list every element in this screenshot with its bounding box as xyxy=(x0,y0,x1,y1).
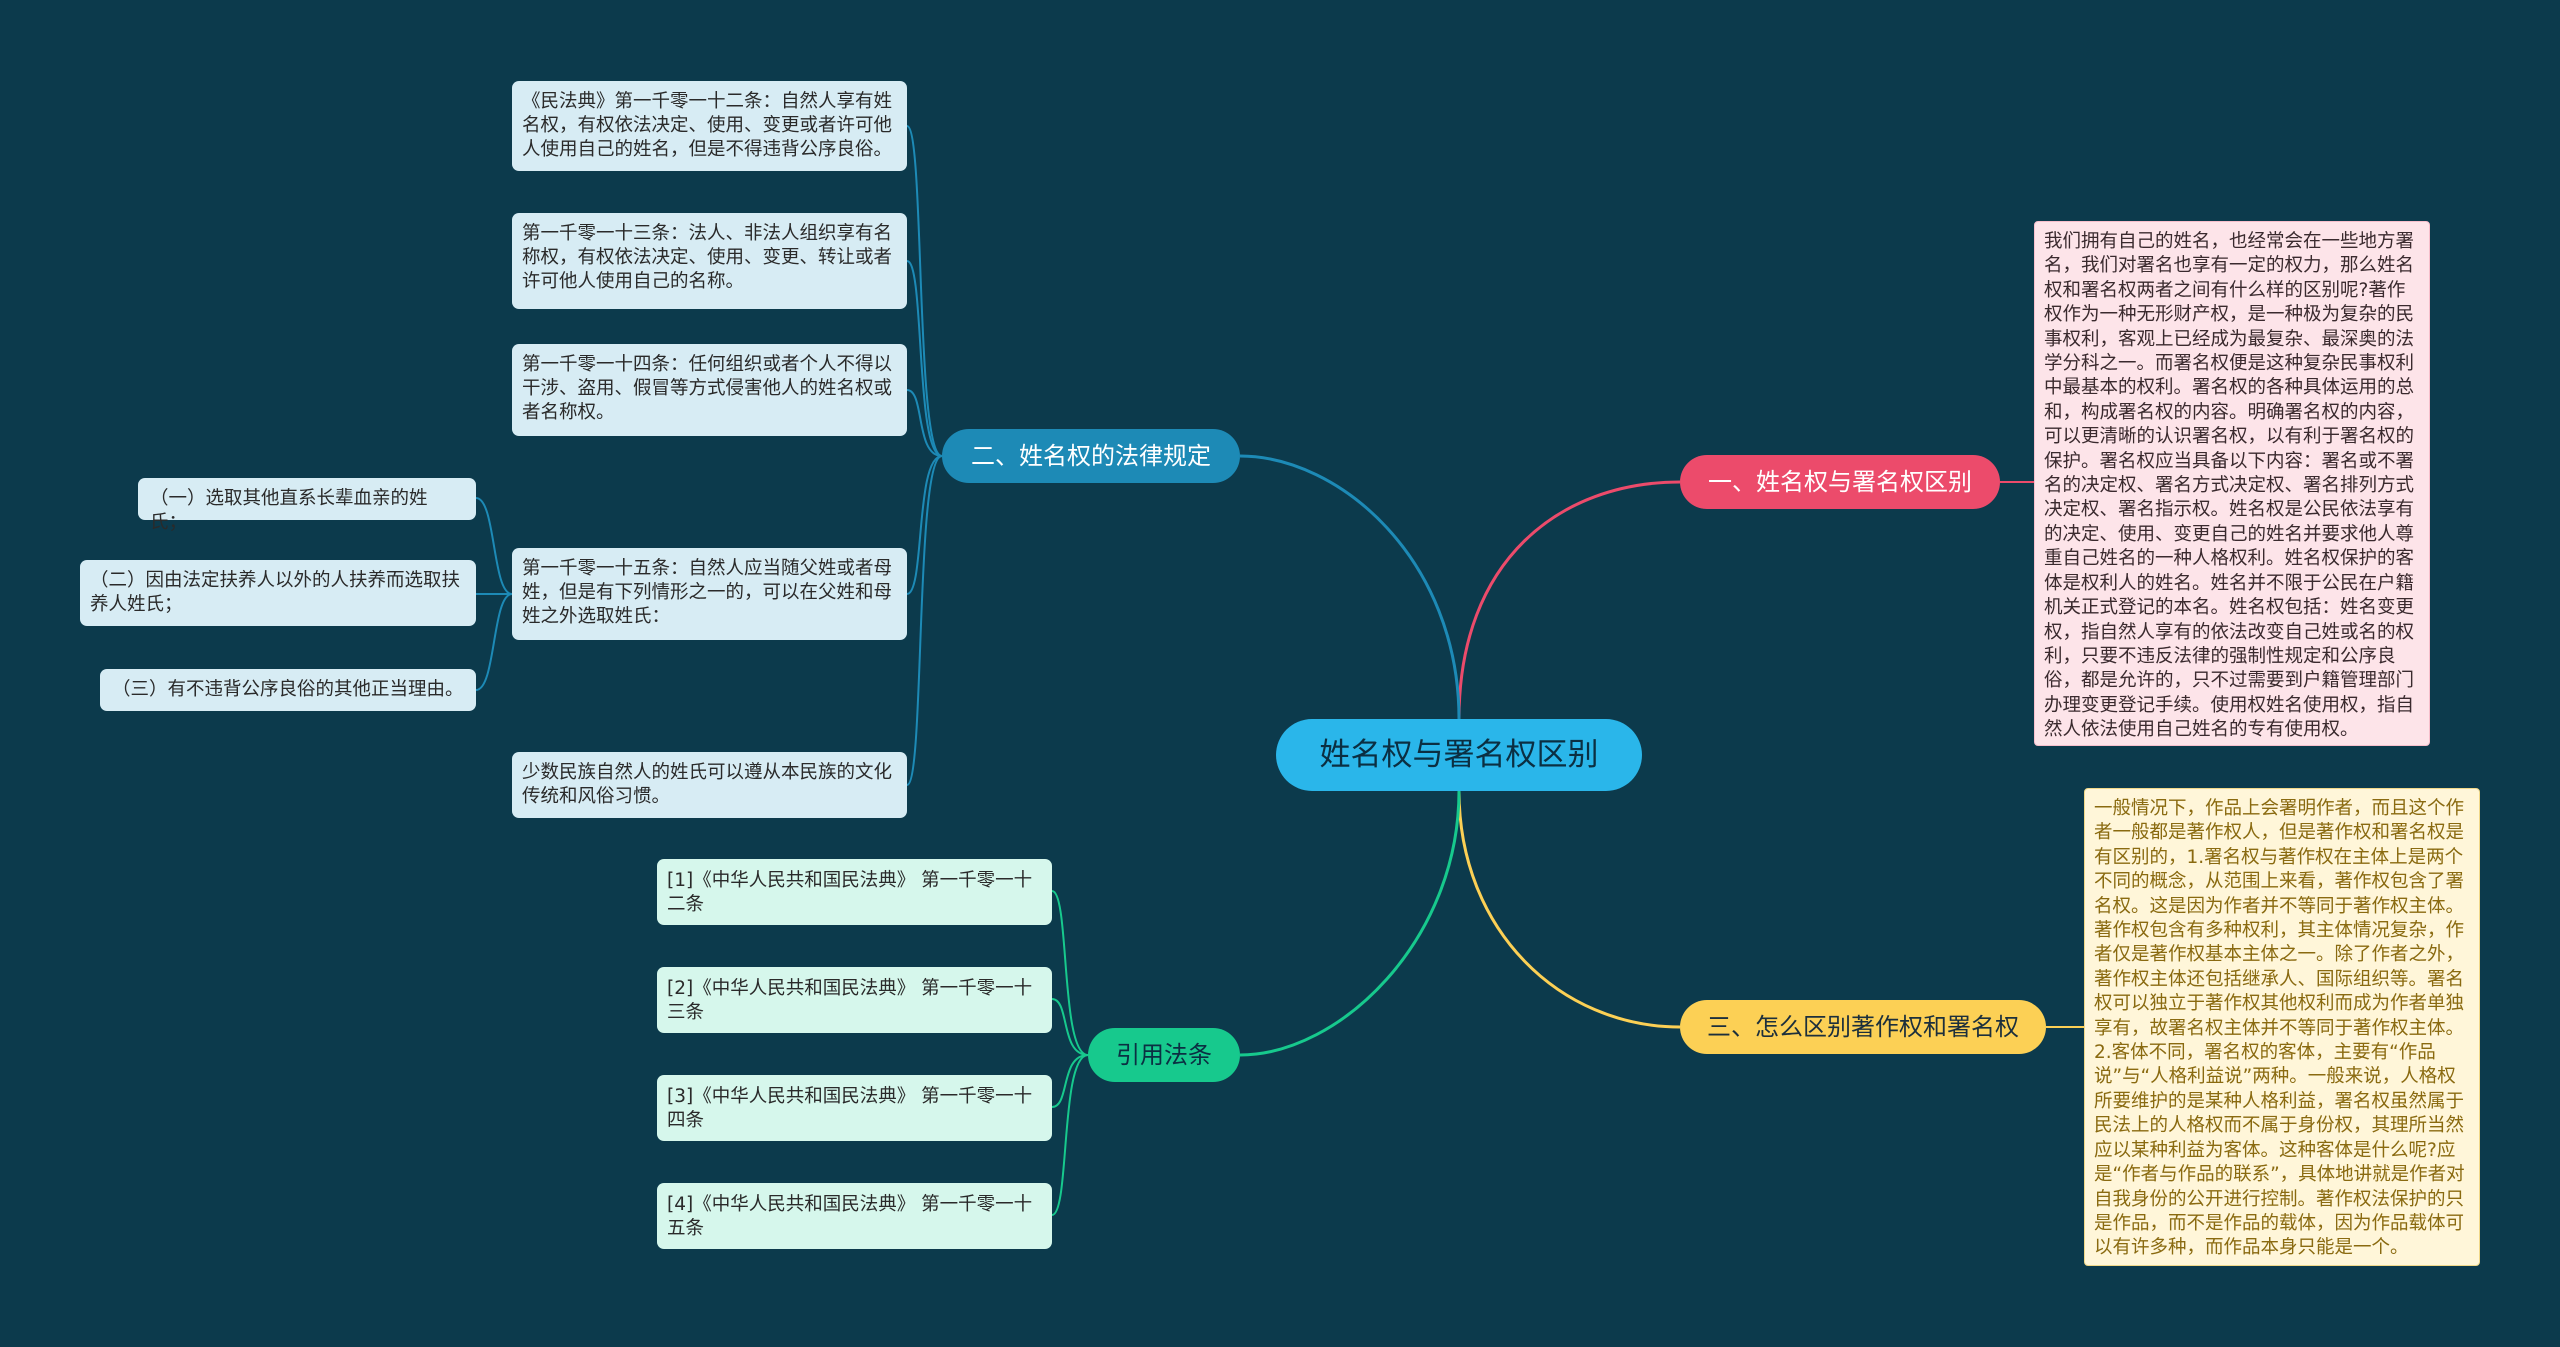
leaf-ethnic-surname[interactable]: 少数民族自然人的姓氏可以遵从本民族的文化传统和风俗习惯。 xyxy=(512,752,907,818)
edge-b4-cite1 xyxy=(1051,890,1089,1056)
subleaf-other-reason[interactable]: （三）有不违背公序良俗的其他正当理由。 xyxy=(100,669,476,711)
branch-name-vs-signature[interactable]: 一、姓名权与署名权区别 xyxy=(1680,455,2000,509)
edge-b4-cite4 xyxy=(1051,1054,1089,1216)
note-copyright-vs-signature[interactable]: 一般情况下，作品上会署明作者，而且这个作者一般都是著作权人，但是著作权和署名权是… xyxy=(2084,788,2480,1266)
note-name-vs-signature[interactable]: 我们拥有自己的姓名，也经常会在一些地方署名，我们对署名也享有一定的权力，那么姓名… xyxy=(2034,221,2430,746)
branch-citations[interactable]: 引用法条 xyxy=(1088,1028,1240,1082)
edge-b4-cite3 xyxy=(1051,1054,1089,1108)
edge-root-b4 xyxy=(1239,790,1461,1057)
edge-root-b2 xyxy=(1239,454,1461,720)
branch-copyright-vs-signature[interactable]: 三、怎么区别著作权和署名权 xyxy=(1680,1000,2046,1054)
subleaf-foster-parent[interactable]: （二）因由法定扶养人以外的人扶养而选取扶养人姓氏； xyxy=(80,560,476,626)
leaf-article-1015[interactable]: 第一千零一十五条：自然人应当随父姓或者母姓，但是有下列情形之一的，可以在父姓和母… xyxy=(512,548,907,640)
citation-1015[interactable]: [4]《中华人民共和国民法典》 第一千零一十五条 xyxy=(657,1183,1052,1249)
edge-root-b3 xyxy=(1457,790,1681,1029)
leaf-article-1013[interactable]: 第一千零一十三条：法人、非法人组织享有名称权，有权依法决定、使用、变更、转让或者… xyxy=(512,213,907,309)
edge-leaf4-sub1 xyxy=(475,497,513,595)
edge-b2-leaf1 xyxy=(906,125,943,457)
edge-b4-cite2 xyxy=(1051,998,1089,1056)
citation-1013[interactable]: [2]《中华人民共和国民法典》 第一千零一十三条 xyxy=(657,967,1052,1033)
citation-1014[interactable]: [3]《中华人民共和国民法典》 第一千零一十四条 xyxy=(657,1075,1052,1141)
leaf-article-1012[interactable]: 《民法典》第一千零一十二条：自然人享有姓名权，有权依法决定、使用、变更或者许可他… xyxy=(512,81,907,171)
leaf-article-1014[interactable]: 第一千零一十四条：任何组织或者个人不得以干涉、盗用、假冒等方式侵害他人的姓名权或… xyxy=(512,344,907,436)
edge-b2-leaf2 xyxy=(906,260,943,457)
subleaf-lineal-relative[interactable]: （一）选取其他直系长辈血亲的姓氏； xyxy=(138,478,476,533)
edge-b2-leaf4 xyxy=(906,455,943,595)
citation-1012[interactable]: [1]《中华人民共和国民法典》 第一千零一十二条 xyxy=(657,859,1052,925)
branch-legal-provisions[interactable]: 二、姓名权的法律规定 xyxy=(942,429,1240,483)
edge-b2-leaf5 xyxy=(906,455,943,786)
root-topic[interactable]: 姓名权与署名权区别 xyxy=(1276,719,1642,791)
edge-root-b1 xyxy=(1457,480,1681,720)
edge-leaf4-sub3 xyxy=(475,593,513,691)
edge-b2-leaf3 xyxy=(906,389,943,457)
